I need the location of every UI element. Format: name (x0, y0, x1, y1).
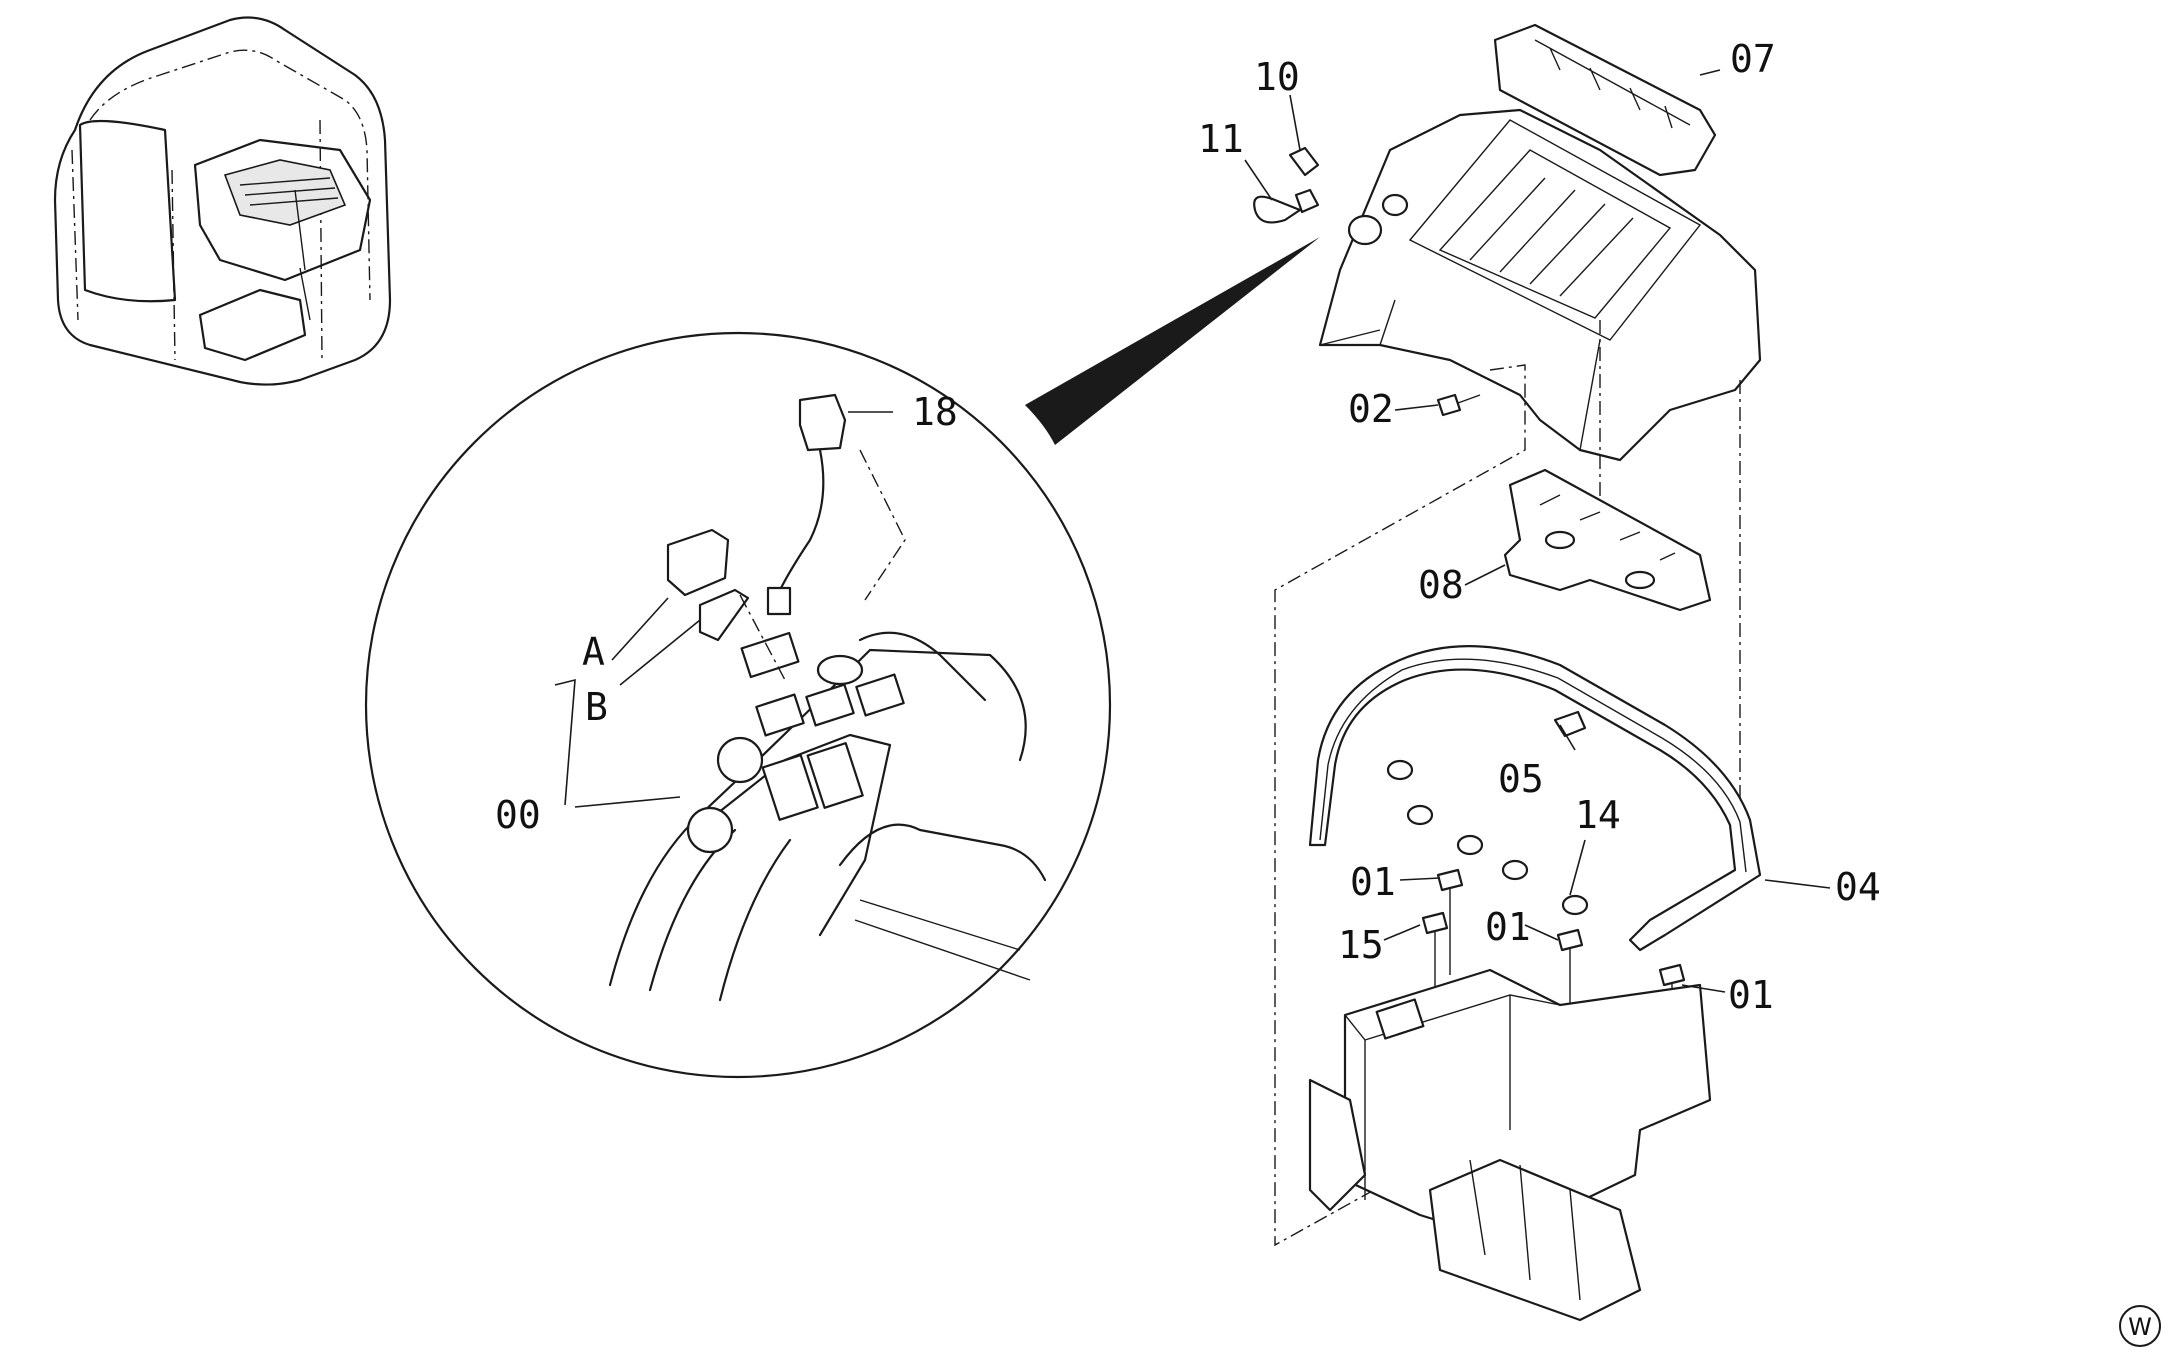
main-assembly (1253, 23, 1762, 1322)
part-labels: 07 10 11 02 08 18 A B 00 05 14 04 01 15 … (495, 37, 1881, 1017)
corner-mark: W (2119, 1305, 2161, 1347)
label-01-middle: 01 (1485, 905, 1531, 949)
label-01-upper: 01 (1350, 860, 1396, 904)
base-frame-shape (1343, 968, 1712, 1242)
label-B: B (585, 685, 608, 729)
corner-mark-letter: W (2128, 1313, 2152, 1341)
label-14: 14 (1575, 793, 1621, 837)
cab-overview-illustration (53, 16, 392, 386)
part-04-shape (1308, 645, 1762, 952)
part-07-shape (1493, 23, 1717, 177)
label-00: 00 (495, 793, 541, 837)
label-18: 18 (912, 390, 958, 434)
label-01-lower: 01 (1728, 973, 1774, 1017)
label-05: 05 (1498, 757, 1544, 801)
label-11: 11 (1198, 117, 1244, 161)
part-08-shape (1503, 468, 1712, 612)
detail-circle (364, 237, 1320, 1079)
label-04: 04 (1835, 865, 1881, 909)
label-10: 10 (1254, 55, 1300, 99)
leader-lines (554, 69, 1831, 993)
label-08: 08 (1418, 563, 1464, 607)
label-15: 15 (1338, 923, 1384, 967)
label-02: 02 (1348, 387, 1394, 431)
label-07: 07 (1730, 37, 1776, 81)
magnifier-pointer (1025, 237, 1320, 445)
label-A: A (582, 630, 605, 674)
